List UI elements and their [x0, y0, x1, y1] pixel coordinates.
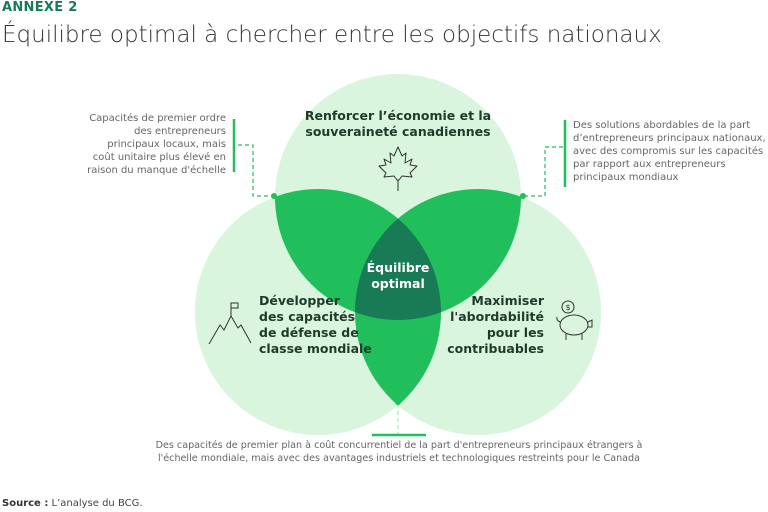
- note-line: par rapport aux entrepreneurs: [573, 159, 726, 170]
- note-line: principaux mondiaux: [573, 172, 679, 183]
- maple-leaf-icon: [378, 146, 418, 191]
- label-line: Maximiser: [471, 293, 544, 308]
- connector-dot-right: [520, 193, 526, 199]
- overlap-center: [355, 189, 441, 320]
- note-line: des entrepreneurs: [134, 126, 226, 137]
- note-line: principaux locaux, mais: [107, 139, 226, 150]
- label-line: des capacités: [259, 309, 356, 324]
- note-line: coût unitaire plus élevé en: [92, 152, 226, 163]
- connector-dot-bottom: [395, 399, 401, 405]
- label-line: pour les: [486, 325, 544, 340]
- label-line: classe mondiale: [259, 341, 372, 356]
- source-label: Source :: [2, 498, 49, 509]
- note-line: avec des compromis sur les capacités: [573, 146, 764, 157]
- label-line: Équilibre: [366, 260, 430, 275]
- label-line: optimal: [371, 276, 425, 291]
- circle-label-affordability: Maximiser l'abordabilité pour les contri…: [434, 293, 544, 357]
- center-label: Équilibre optimal: [348, 260, 448, 292]
- annex-label: ANNEXE 2: [2, 0, 78, 15]
- label-line: souveraineté canadiennes: [305, 124, 491, 139]
- piggy-bank-icon: $: [556, 300, 593, 340]
- label-line: de défense de: [259, 325, 359, 340]
- note-line: Des capacités de premier plan à coût con…: [155, 440, 643, 451]
- page-title: Équilibre optimal à chercher entre les o…: [2, 22, 662, 48]
- note-line: Capacités de premier ordre: [89, 113, 226, 124]
- mountain-flag-icon: [208, 302, 252, 345]
- circle-label-economy: Renforcer l’économie et la souveraineté …: [298, 108, 498, 140]
- source-note: Source : L’analyse du BCG.: [2, 498, 143, 509]
- note-bottom: Des capacités de premier plan à coût con…: [140, 439, 658, 465]
- source-text: L’analyse du BCG.: [48, 498, 143, 509]
- connector-right: [523, 146, 563, 197]
- label-line: Développer: [259, 293, 340, 308]
- svg-text:$: $: [565, 303, 570, 312]
- circle-label-defense: Développer des capacités de défense de c…: [259, 293, 372, 357]
- note-line: l'échelle mondiale, mais avec des avanta…: [157, 453, 641, 464]
- note-line: Des solutions abordables de la part: [573, 120, 751, 131]
- connector-dot-left: [271, 193, 277, 199]
- label-line: l'abordabilité: [450, 309, 544, 324]
- note-left: Capacités de premier ordre des entrepren…: [60, 112, 226, 177]
- note-line: d’entrepreneurs principaux nationaux,: [573, 133, 766, 144]
- label-line: Renforcer l’économie et la: [304, 108, 492, 123]
- connector-left: [238, 144, 274, 197]
- note-right: Des solutions abordables de la part d’en…: [573, 119, 768, 184]
- label-line: contribuables: [447, 341, 544, 356]
- note-line: raison du manque d'échelle: [87, 165, 226, 176]
